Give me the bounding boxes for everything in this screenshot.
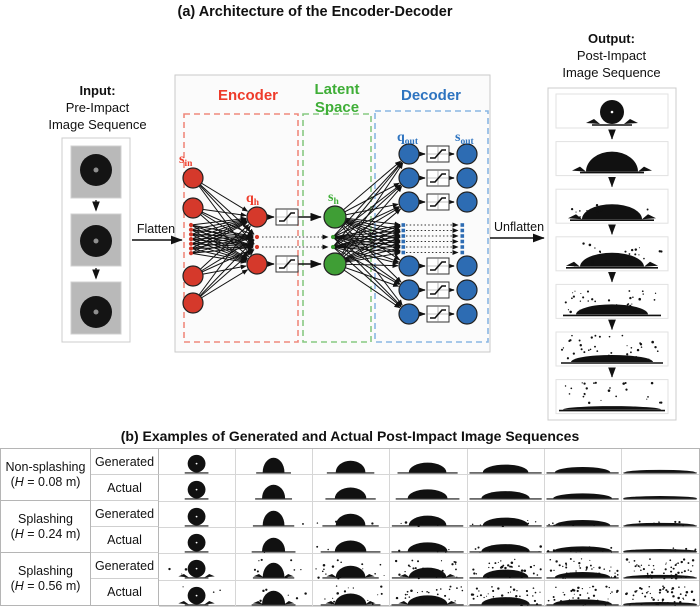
- network-nodes: [182, 143, 478, 325]
- output-frame: [555, 188, 669, 224]
- sout-node-label: sout: [455, 130, 474, 147]
- latent-section-label-line1: Latent: [315, 81, 360, 98]
- sequence-frame: [544, 449, 622, 476]
- sequence-frame: [544, 580, 622, 607]
- sequence-frame: [159, 449, 237, 476]
- input-frame: [70, 145, 122, 199]
- sequence-frame: [621, 528, 699, 555]
- row-group-splashing-024: Splashing (H = 0.24 m): [1, 501, 91, 553]
- sequence-image-grid: [159, 449, 699, 607]
- row-label: Generated: [91, 501, 159, 527]
- input-header: Input: Pre-Impact Image Sequence: [20, 82, 175, 133]
- qout-node-label: qout: [397, 130, 419, 147]
- sequence-frame: [313, 580, 391, 607]
- row-label: Generated: [91, 553, 159, 579]
- row-label: Generated: [91, 449, 159, 475]
- input-frame: [70, 213, 122, 267]
- qh-node-label: qh: [246, 191, 260, 208]
- condition-column: Non-splashing (H = 0.08 m) Splashing (H …: [1, 449, 91, 605]
- input-header-line3: Image Sequence: [48, 117, 147, 132]
- input-header-line2: Pre-Impact: [65, 100, 130, 115]
- examples-table: Non-splashing (H = 0.08 m) Splashing (H …: [0, 448, 700, 607]
- output-frame: [555, 379, 669, 415]
- input-frame: [70, 281, 122, 335]
- sequence-frame: [390, 449, 468, 476]
- sequence-frame: [236, 554, 314, 581]
- sequence-frame: [544, 475, 622, 502]
- sequence-frame: [159, 554, 237, 581]
- decoder-section-label: Decoder: [401, 87, 461, 104]
- encoder-section-label: Encoder: [218, 87, 278, 104]
- architecture-diagram: Encoder Latent Space Decoder sin qh sh q…: [61, 74, 677, 421]
- sequence-frame: [467, 501, 545, 528]
- output-header-line3: Image Sequence: [562, 65, 661, 80]
- sequence-frame: [313, 475, 391, 502]
- panel-b-title: (b) Examples of Generated and Actual Pos…: [120, 428, 580, 444]
- sin-node-label: sin: [179, 152, 193, 169]
- sh-node-label: sh: [328, 190, 339, 207]
- sequence-frame: [236, 501, 314, 528]
- sequence-frame: [159, 475, 237, 502]
- row-group-splashing-056: Splashing (H = 0.56 m): [1, 553, 91, 605]
- panel-a-title: (a) Architecture of the Encoder-Decoder: [177, 4, 453, 20]
- sequence-frame: [236, 580, 314, 607]
- sequence-frame: [467, 449, 545, 476]
- sequence-frame: [544, 527, 622, 555]
- sequence-frame: [236, 527, 314, 555]
- output-frame: [555, 141, 669, 177]
- sequence-frame: [621, 449, 699, 476]
- sequence-frame: [236, 475, 314, 502]
- sequence-frame: [313, 527, 391, 555]
- latent-section-label-line2: Space: [315, 99, 359, 116]
- sequence-frame: [159, 501, 237, 528]
- row-label-column: Generated Actual Generated Actual Genera…: [91, 449, 159, 605]
- row-label: Actual: [91, 527, 159, 553]
- sequence-frame: [544, 554, 622, 581]
- sequence-frame: [313, 501, 391, 528]
- sequence-frame: [313, 449, 391, 476]
- output-frame: [555, 93, 669, 129]
- row-group-nonsplashing: Non-splashing (H = 0.08 m): [1, 449, 91, 501]
- sequence-frame: [390, 527, 468, 555]
- sequence-frame: [621, 475, 699, 502]
- sequence-frame: [236, 449, 314, 476]
- connection-lines: [132, 149, 545, 319]
- output-frame: [555, 283, 669, 319]
- sequence-frame: [621, 581, 699, 607]
- row-label: Actual: [91, 579, 159, 605]
- sequence-frame: [390, 475, 468, 502]
- output-header: Output: Post-Impact Image Sequence: [545, 30, 678, 81]
- sequence-frame: [467, 475, 545, 502]
- sequence-frame: [544, 501, 622, 528]
- image-frames: [61, 87, 677, 421]
- sequence-frame: [390, 580, 468, 607]
- output-header-line2: Post-Impact: [576, 48, 647, 63]
- flatten-label: Flatten: [137, 222, 175, 236]
- sequence-frame: [467, 554, 545, 581]
- sequence-frame: [159, 580, 237, 607]
- sequence-frame: [159, 527, 237, 555]
- sequence-frame: [467, 580, 545, 607]
- unflatten-label: Unflatten: [494, 220, 544, 234]
- input-header-line1: Input:: [79, 83, 116, 98]
- sequence-frame: [390, 554, 468, 581]
- sequence-frame: [621, 554, 699, 581]
- sequence-frame: [467, 527, 545, 555]
- output-header-line1: Output:: [588, 31, 635, 46]
- sequence-frame: [621, 502, 699, 528]
- output-frame: [555, 331, 669, 367]
- sequence-frame: [390, 501, 468, 528]
- output-frame: [555, 236, 669, 272]
- row-label: Actual: [91, 475, 159, 501]
- sequence-frame: [313, 554, 391, 581]
